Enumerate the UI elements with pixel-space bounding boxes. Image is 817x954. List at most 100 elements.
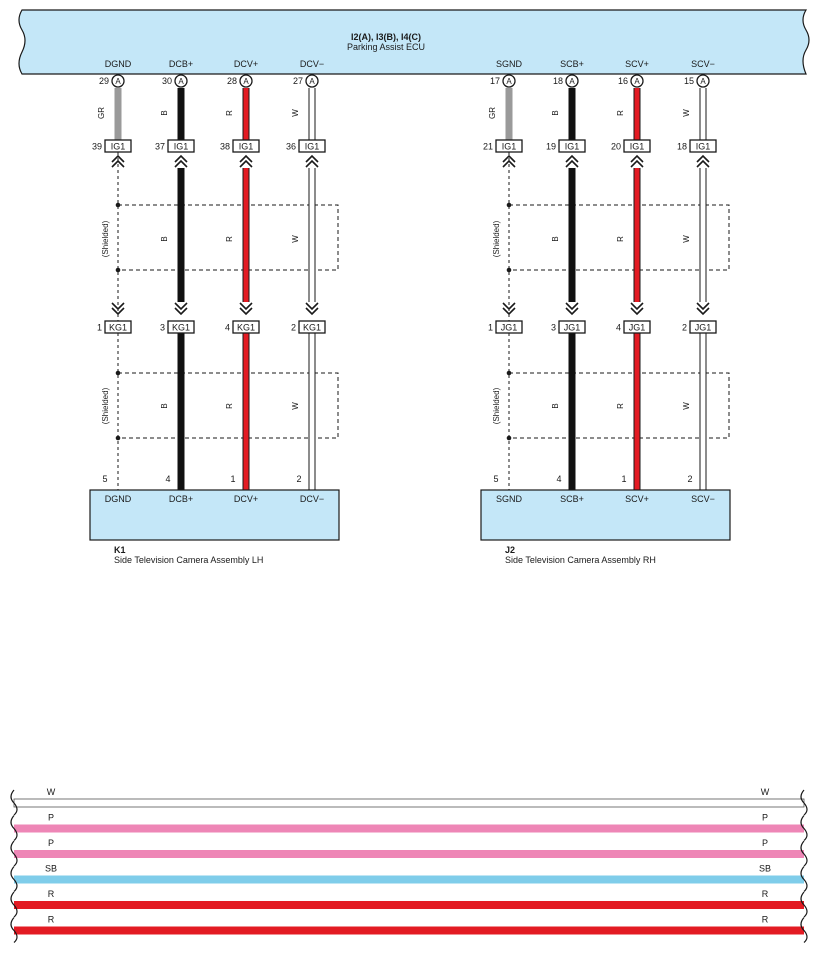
ecu-signal-label: DCB+ (169, 59, 193, 69)
ecu-pin-number: 18 (553, 76, 563, 86)
mid-junction-connector-box (104, 320, 132, 334)
camera-signal-label: DCV+ (234, 494, 258, 504)
ecu-pin-number: 30 (162, 76, 172, 86)
mid-junction-connector-label: JG1 (564, 323, 581, 333)
legend-band-label-left: R (48, 915, 55, 925)
connector-chevron-icon (111, 154, 125, 163)
wire-color-label: B (160, 236, 169, 241)
camera-pin-number: 4 (556, 474, 561, 484)
mid-junction-pin-number: 1 (97, 323, 102, 333)
connector-chevron-icon (305, 307, 319, 316)
connector-chevron-icon (696, 302, 710, 311)
camera-pin-number: 4 (165, 474, 170, 484)
wire-color-label: R (616, 236, 625, 242)
ecu-pin-number: 27 (293, 76, 303, 86)
ecu-box (18, 9, 810, 75)
shield-label: (Shielded) (492, 220, 501, 257)
wire-color-label: B (551, 403, 560, 408)
wire-color-label: W (291, 109, 300, 117)
camera-pin-number: 5 (493, 474, 498, 484)
component-id: J2 (505, 545, 515, 555)
ecu-pin-connector: A (634, 77, 640, 86)
band-break-left-icon (10, 866, 18, 892)
ecu-pin-connector: A (115, 77, 121, 86)
shield-outline (509, 204, 730, 271)
ecu-pin-connector: A (700, 77, 706, 86)
wire-color-label: B (160, 110, 169, 115)
shield-outline (118, 372, 339, 439)
connector-chevron-icon (630, 159, 644, 168)
connector-chevron-icon (696, 307, 710, 316)
mid-junction-connector-box (298, 320, 326, 334)
ig-junction-connector-label: IG1 (502, 142, 517, 152)
wire-color-label: R (616, 403, 625, 409)
circuit-left: (Shielded)(Shielded)DGNDA29GRIG139KG115D… (89, 59, 340, 565)
camera-pin-number: 2 (687, 474, 692, 484)
band-break-left-icon (10, 891, 18, 918)
legend-band-stripe (14, 926, 804, 935)
wire-color-label: B (160, 403, 169, 408)
ecu-signal-label: DGND (105, 59, 132, 69)
ecu-signal-label: DCV− (300, 59, 324, 69)
ig-junction-pin-number: 19 (546, 142, 556, 152)
mid-junction-connector-box (623, 320, 651, 334)
shield-outline (118, 204, 339, 271)
ig-junction-pin-number: 37 (155, 142, 165, 152)
legend-band-stripe (13, 798, 805, 808)
band-break-right-icon (800, 866, 808, 892)
ig-junction-connector-box (298, 139, 326, 153)
connector-chevron-icon (239, 159, 253, 168)
connector-chevron-icon (630, 302, 644, 311)
ecu-pin-number: 17 (490, 76, 500, 86)
connector-chevron-icon (502, 302, 516, 311)
camera-signal-label: SCV+ (625, 494, 649, 504)
wire-color-label: GR (97, 107, 106, 119)
camera-pin-number: 2 (296, 474, 301, 484)
mid-junction-pin-number: 4 (225, 323, 230, 333)
mid-junction-connector-box (232, 320, 260, 334)
camera-signal-label: DCV− (300, 494, 324, 504)
shield-junction-dot (115, 370, 121, 376)
component-id: K1 (114, 545, 126, 555)
connector-chevron-icon (305, 154, 319, 163)
ig-junction-connector-label: IG1 (565, 142, 580, 152)
shield-junction-dot (115, 202, 121, 208)
camera-signal-label: DCB+ (169, 494, 193, 504)
band-break-right-icon (800, 815, 808, 841)
camera-signal-label: DGND (105, 494, 132, 504)
band-break-left-icon (10, 917, 18, 943)
legend-band-label-left: R (48, 889, 55, 899)
ig-junction-connector-box (495, 139, 523, 153)
ecu-pin-circle (111, 74, 125, 88)
ecu-signal-label: SCB+ (560, 59, 584, 69)
legend-band-label-left: P (48, 813, 54, 823)
band-break-right-icon (800, 891, 808, 918)
ig-junction-connector-box (232, 139, 260, 153)
ig-junction-pin-number: 36 (286, 142, 296, 152)
ecu-pin-number: 15 (684, 76, 694, 86)
connector-chevron-icon (630, 307, 644, 316)
camera-pin-number: 5 (102, 474, 107, 484)
ig-junction-connector-box (689, 139, 717, 153)
connector-chevron-icon (111, 302, 125, 311)
wire-color-label: W (682, 109, 691, 117)
ecu-signal-label: SCV+ (625, 59, 649, 69)
wire-color-label: W (291, 402, 300, 410)
band-break-left-icon (10, 840, 18, 867)
camera-pin-number: 1 (230, 474, 235, 484)
ig-junction-pin-number: 20 (611, 142, 621, 152)
ig-junction-connector-box (623, 139, 651, 153)
ecu-title: I2(A), I3(B), I4(C) (351, 32, 421, 42)
camera-signal-label: SGND (496, 494, 523, 504)
ecu-pin-connector: A (309, 77, 315, 86)
